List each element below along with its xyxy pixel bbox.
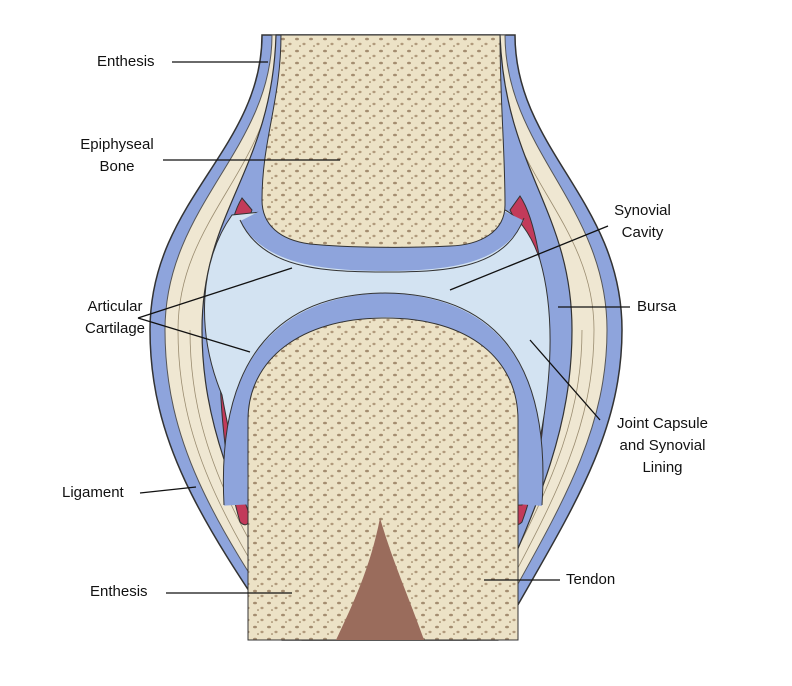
label-line: Cartilage: [84, 320, 146, 337]
label-line: Epiphyseal: [80, 136, 154, 153]
label-epiphyseal-bone: Epiphyseal Bone: [72, 134, 162, 178]
label-line: Cavity: [621, 224, 664, 241]
label-articular-cartilage: Articular Cartilage: [65, 296, 165, 340]
label-enthesis-bottom: Enthesis: [90, 583, 148, 600]
label-line: Articular: [87, 298, 143, 315]
label-enthesis-top: Enthesis: [97, 53, 155, 70]
label-line: and Synovial: [619, 437, 706, 454]
label-ligament: Ligament: [62, 484, 124, 501]
upper-articular-cartilage: [240, 208, 524, 272]
upper-bone: [261, 34, 506, 248]
label-line: Bone: [99, 158, 135, 175]
lower-bone: [247, 317, 519, 641]
marrow-cavity: [336, 518, 424, 640]
label-tendon: Tendon: [566, 571, 616, 588]
label-line: Lining: [642, 459, 683, 476]
label-line: Synovial: [614, 202, 671, 219]
label-line: Joint Capsule: [617, 415, 708, 432]
leader-lines: [137, 61, 630, 594]
label-bursa: Bursa: [637, 298, 677, 315]
label-joint-capsule: Joint Capsule and Synovial Lining: [600, 413, 725, 479]
label-synovial-cavity: Synovial Cavity: [605, 200, 680, 244]
lower-articular-cartilage: [223, 292, 544, 506]
